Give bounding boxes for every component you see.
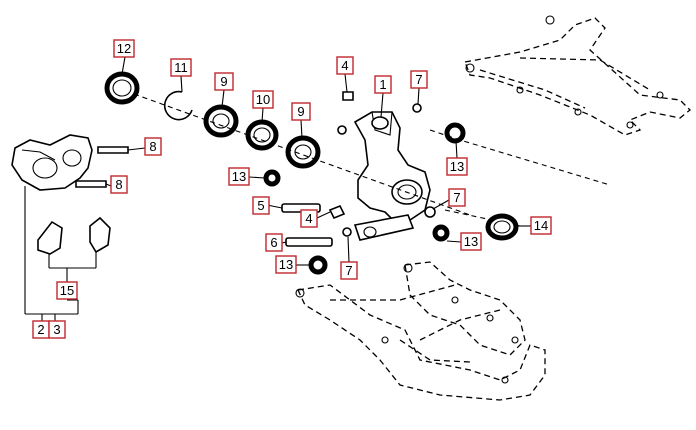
- circlip-11: [163, 90, 193, 121]
- callout-7-bottom: 7: [340, 261, 358, 280]
- svg-text:9: 9: [220, 74, 227, 89]
- callout-15: 15: [56, 281, 78, 300]
- svg-text:4: 4: [305, 211, 312, 226]
- svg-text:13: 13: [464, 234, 478, 249]
- svg-text:7: 7: [345, 263, 352, 278]
- callout-13-left: 13: [228, 167, 250, 186]
- callout-6: 6: [265, 233, 283, 252]
- svg-text:8: 8: [149, 139, 156, 154]
- svg-text:14: 14: [534, 218, 548, 233]
- svg-text:7: 7: [415, 72, 422, 87]
- brake-pads: [37, 216, 111, 255]
- seal-ring-12: [104, 71, 140, 105]
- bush-13-bottom: [308, 255, 328, 275]
- callout-2: 2: [32, 320, 50, 339]
- caliper-bolt-8-lower: [75, 180, 107, 188]
- svg-text:13: 13: [279, 257, 293, 272]
- svg-text:3: 3: [53, 322, 60, 337]
- svg-text:1: 1: [379, 77, 386, 92]
- callout-13-top-right: 13: [446, 157, 468, 176]
- svg-text:2: 2: [37, 322, 44, 337]
- seal-14: [485, 213, 519, 241]
- svg-text:4: 4: [341, 58, 348, 73]
- callout-11: 11: [170, 58, 192, 77]
- callout-4-mid: 4: [300, 209, 318, 228]
- callout-4-top: 4: [336, 56, 354, 75]
- callout-7-top: 7: [410, 70, 428, 89]
- brake-caliper: [11, 134, 129, 191]
- callout-5: 5: [252, 196, 270, 215]
- callout-10: 10: [252, 90, 274, 109]
- callout-13-bottom: 13: [275, 255, 297, 274]
- lower-swing-arm: [295, 261, 546, 401]
- bush-13-top: [444, 122, 466, 144]
- svg-text:9: 9: [297, 104, 304, 119]
- knuckle-part: [353, 111, 431, 241]
- svg-text:13: 13: [232, 169, 246, 184]
- knuckle-hardware: [328, 91, 436, 237]
- bearing-9-lower: [285, 135, 321, 169]
- svg-text:11: 11: [174, 60, 188, 75]
- svg-text:8: 8: [115, 177, 122, 192]
- callout-12: 12: [113, 39, 135, 58]
- callout-9-lower: 9: [291, 102, 311, 121]
- callout-8-upper: 8: [144, 137, 162, 156]
- svg-text:6: 6: [270, 235, 277, 250]
- callout-7-right: 7: [448, 188, 466, 207]
- svg-text:13: 13: [450, 159, 464, 174]
- callout-13-right: 13: [460, 232, 482, 251]
- callout-1: 1: [374, 75, 392, 94]
- svg-text:12: 12: [117, 41, 131, 56]
- svg-text:7: 7: [453, 190, 460, 205]
- bush-13-right: [432, 224, 450, 242]
- svg-text:15: 15: [60, 283, 74, 298]
- leader-lines: [24, 56, 531, 321]
- callout-3: 3: [48, 320, 66, 339]
- callout-8-lower: 8: [110, 175, 128, 194]
- bush-13-left: [263, 169, 281, 187]
- svg-text:10: 10: [256, 92, 270, 107]
- callout-14: 14: [530, 216, 552, 235]
- svg-text:5: 5: [257, 198, 264, 213]
- callout-9-upper: 9: [214, 72, 234, 91]
- caliper-bolt-8-upper: [97, 146, 129, 154]
- upper-a-arm: [464, 15, 691, 136]
- pin-6: [285, 237, 333, 247]
